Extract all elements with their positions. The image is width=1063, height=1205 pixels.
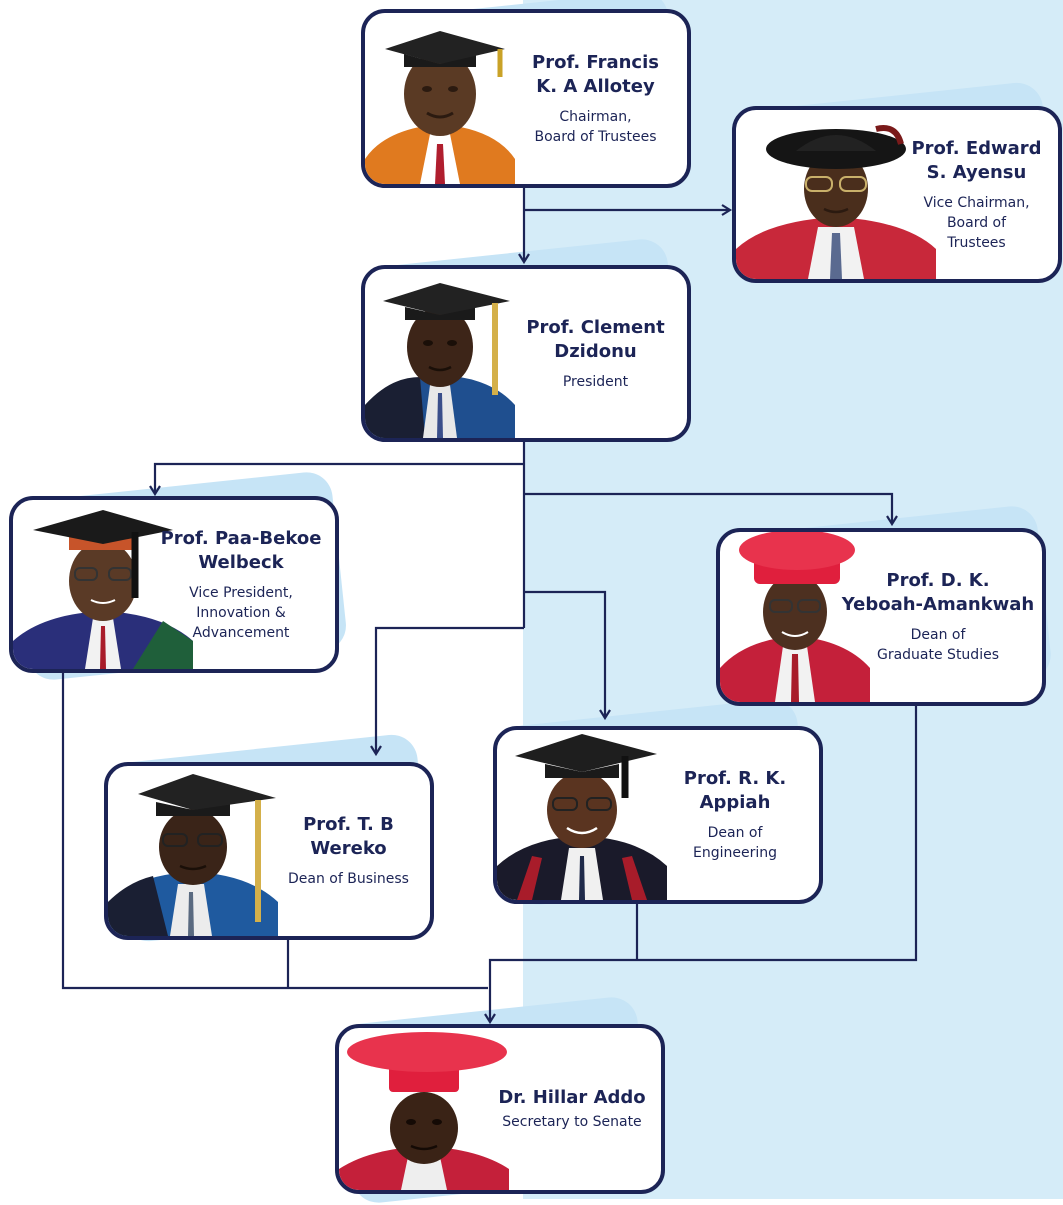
- connector-line: [370, 626, 524, 757]
- org-card-appiah: Prof. R. K. Appiah Dean of Engineering: [493, 726, 823, 904]
- portrait-icon: [365, 31, 515, 184]
- org-card-ayensu: Prof. Edward S. Ayensu Vice Chairman, Bo…: [732, 106, 1062, 283]
- portrait-icon: [13, 510, 193, 669]
- org-card-yeboah: Prof. D. K. Yeboah-Amankwah Dean of Grad…: [716, 528, 1046, 706]
- person-role: Vice President, Innovation & Advancement: [189, 584, 293, 641]
- person-name: Prof. T. B Wereko: [303, 814, 394, 859]
- person-name: Prof. R. K. Appiah: [683, 768, 787, 813]
- person-role: President: [562, 373, 629, 390]
- portrait-icon: [108, 774, 278, 936]
- org-card-allotey: Prof. Francis K. A Allotey Chairman, Boa…: [361, 9, 691, 188]
- connector-line: [484, 706, 918, 1025]
- portrait-icon: [736, 125, 936, 279]
- person-role: Secretary to Senate: [502, 1114, 642, 1130]
- connector-line: [524, 590, 611, 721]
- person-role: Chairman, Board of Trustees: [534, 108, 657, 145]
- portrait-icon: [339, 1032, 509, 1190]
- connector-line: [61, 672, 488, 990]
- portrait-icon: [497, 734, 667, 900]
- connector-line: [149, 462, 524, 497]
- org-card-dzidonu: Prof. Clement Dzidonu President: [361, 265, 691, 442]
- portrait-icon: [720, 532, 870, 702]
- person-role: Dean of Graduate Studies: [876, 627, 999, 663]
- person-name: Prof. D. K. Yeboah-Amankwah: [841, 570, 1035, 615]
- person-name: Prof. Paa-Bekoe Welbeck: [160, 527, 322, 573]
- org-card-wereko: Prof. T. B Wereko Dean of Business: [104, 762, 434, 940]
- portrait-icon: [365, 283, 515, 438]
- person-name: Prof. Edward S. Ayensu: [911, 137, 1042, 183]
- connector-line: [524, 492, 898, 527]
- person-role: Dean of Engineering: [693, 825, 777, 861]
- org-card-addo: Dr. Hillar Addo Secretary to Senate: [335, 1024, 665, 1194]
- person-name: Dr. Hillar Addo: [498, 1087, 646, 1108]
- person-name: Prof. Francis K. A Allotey: [532, 51, 659, 97]
- org-card-welbeck: Prof. Paa-Bekoe Welbeck Vice President, …: [9, 496, 339, 673]
- person-role: Vice Chairman, Board of Trustees: [923, 194, 1030, 251]
- person-name: Prof. Clement Dzidonu: [526, 316, 665, 362]
- person-role: Dean of Business: [288, 871, 409, 887]
